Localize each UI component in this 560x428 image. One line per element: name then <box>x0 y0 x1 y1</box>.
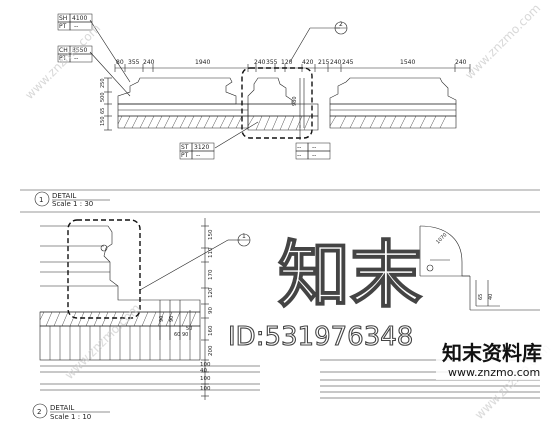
svg-text:知末资料库: 知末资料库 <box>442 341 542 365</box>
dim-label: 500 <box>100 92 106 102</box>
dim-label: 240 <box>254 59 266 66</box>
svg-text:2: 2 <box>339 21 343 28</box>
svg-text:1: 1 <box>39 196 43 204</box>
right-dimension-labels: 1070 65 40 <box>435 232 494 300</box>
dim-label: 60 <box>174 332 180 338</box>
dim-label: 160 <box>208 325 214 336</box>
dim-label: 40 <box>488 294 494 300</box>
svg-text:www.znzmo.com: www.znzmo.com <box>22 21 103 102</box>
dim-label: 200 <box>208 345 214 356</box>
svg-text:1: 1 <box>242 233 246 240</box>
dim-label: 90 <box>208 307 214 314</box>
svg-text:--: -- <box>312 152 316 159</box>
detail-title-2: 2 DETAIL Scale 1 : 10 <box>32 403 110 421</box>
dim-label: 240 <box>330 59 342 66</box>
dim-label: 120 <box>208 287 214 298</box>
dim-label: 65 <box>100 108 106 114</box>
dim-label: 355 <box>128 59 140 66</box>
highlight-box-top <box>241 67 313 139</box>
dim-label: 100 <box>200 386 211 392</box>
callout-marker-1: 1 <box>237 233 251 247</box>
svg-text:3550: 3550 <box>72 47 87 54</box>
dim-label: 240 <box>455 59 467 66</box>
dim-label: 40 <box>200 368 207 374</box>
section-detail-2 <box>39 218 540 400</box>
svg-text:DETAIL: DETAIL <box>52 192 76 200</box>
dim-label: 110 <box>208 247 214 258</box>
material-tag-sh: SH 4100 PT -- <box>57 13 93 31</box>
svg-text:PT: PT <box>59 23 67 30</box>
vertical-dimension-labels-top: 150 65 500 250 980 <box>100 78 298 126</box>
dim-label: 80 <box>116 59 124 66</box>
detail-title-1: 1 DETAIL Scale 1 : 30 <box>20 189 540 208</box>
watermark-brand-badge: 知末资料库 www.znzmo.com <box>436 334 558 380</box>
dim-label: 100 <box>200 376 211 382</box>
dim-label: 100 <box>200 362 211 368</box>
svg-text:ST: ST <box>181 144 189 151</box>
dim-label: 215 <box>318 59 330 66</box>
svg-text:CH: CH <box>59 47 68 54</box>
dim-label: 1940 <box>195 59 210 66</box>
svg-text:--: -- <box>297 152 301 159</box>
svg-text:Scale 1 : 30: Scale 1 : 30 <box>52 200 93 208</box>
dim-label: 1070 <box>435 232 448 245</box>
svg-text:www.znzmo.com: www.znzmo.com <box>448 366 540 379</box>
lower-dimension-labels: 150 110 170 120 90 160 100 40 100 100 20… <box>200 229 214 392</box>
watermark-logo-text: 知末 <box>278 233 422 317</box>
dim-label: 245 <box>342 59 354 66</box>
dim-label: 65 <box>478 294 484 300</box>
svg-text:--: -- <box>74 23 78 30</box>
dim-label: 120 <box>281 59 293 66</box>
dim-label: 150 <box>208 229 214 240</box>
svg-text:--: -- <box>312 144 316 151</box>
dim-label: 980 <box>292 96 298 106</box>
material-tag-st: ST 3120 PT -- <box>179 142 215 160</box>
dim-label: 90 <box>169 316 175 322</box>
svg-text:2: 2 <box>37 408 41 416</box>
small-dimension-labels: 90 90 60 90 50 <box>159 316 192 338</box>
dim-label: 150 <box>100 116 106 126</box>
svg-text:4100: 4100 <box>72 15 87 22</box>
dim-label: 250 <box>100 78 106 88</box>
svg-text:PT: PT <box>59 55 67 62</box>
svg-text:www.znzmo.com: www.znzmo.com <box>62 301 143 382</box>
watermark-id: ID:531976348 <box>228 322 413 352</box>
dim-label: 50 <box>186 326 192 332</box>
highlight-box-lower <box>67 219 141 319</box>
svg-text:www.znzmo.com: www.znzmo.com <box>462 1 543 82</box>
svg-text:--: -- <box>196 152 200 159</box>
svg-text:SH: SH <box>59 15 67 22</box>
elevation-detail-1 <box>89 19 471 149</box>
dim-label: 170 <box>208 269 214 280</box>
dim-label: 420 <box>302 59 314 66</box>
dim-label: 355 <box>266 59 278 66</box>
svg-text:DETAIL: DETAIL <box>50 404 74 412</box>
dim-label: 240 <box>143 59 155 66</box>
material-tag-blank: -- -- -- -- <box>295 142 331 160</box>
material-tag-ch: CH 3550 PT -- <box>57 45 93 63</box>
dim-label: 1540 <box>400 59 415 66</box>
top-dimension-labels: 80 355 240 1940 240 355 120 420 215 240 … <box>116 59 467 66</box>
svg-text:3120: 3120 <box>194 144 209 151</box>
svg-text:PT: PT <box>181 152 189 159</box>
dim-label: 90 <box>159 316 165 322</box>
callout-marker-2: 2 <box>334 21 348 35</box>
svg-text:Scale 1 : 10: Scale 1 : 10 <box>50 413 91 421</box>
svg-text:--: -- <box>74 55 78 62</box>
svg-text:--: -- <box>297 144 301 151</box>
dim-label: 90 <box>182 332 188 338</box>
